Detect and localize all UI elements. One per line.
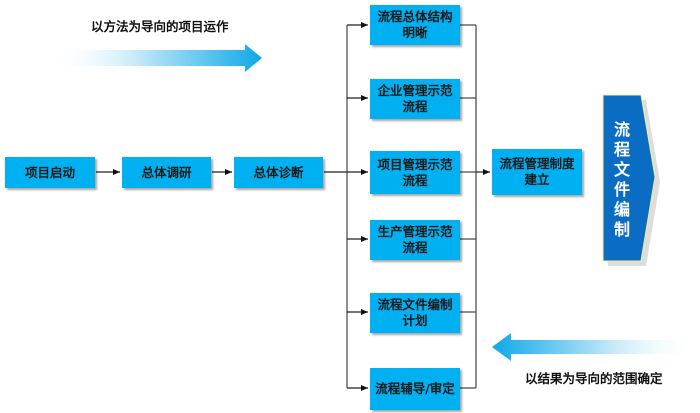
chevron-label: 流程文件编制	[613, 120, 632, 239]
branch-label: 流程辅导/审定	[375, 381, 455, 396]
branch-doc-plan[interactable]: 流程文件编制计划	[370, 293, 460, 333]
bottom-caption: 以结果为导向的范围确定	[525, 371, 663, 386]
step-label: 总体调研	[141, 164, 192, 180]
method-direction-arrow	[50, 44, 262, 72]
branch-label: 生产管理示范流程	[377, 224, 453, 255]
branch-label: 流程总体结构明晰	[377, 9, 453, 40]
step-overall-survey[interactable]: 总体调研	[122, 157, 211, 188]
branch-coaching-review[interactable]: 流程辅导/审定	[370, 368, 460, 410]
step-overall-diagnosis[interactable]: 总体诊断	[234, 157, 323, 188]
step-label: 项目启动	[24, 164, 75, 180]
branch-production-mgmt[interactable]: 生产管理示范流程	[370, 220, 460, 260]
result-label: 流程管理制度建立	[499, 156, 575, 187]
chevron-shape	[602, 94, 656, 262]
branch-label: 项目管理示范流程	[377, 156, 453, 188]
top-caption: 以方法为导向的项目运作	[91, 19, 229, 34]
branch-project-mgmt[interactable]: 项目管理示范流程	[370, 151, 460, 194]
branch-process-structure[interactable]: 流程总体结构明晰	[370, 5, 460, 45]
branch-label: 流程文件编制计划	[377, 297, 453, 328]
step-project-kickoff[interactable]: 项目启动	[5, 157, 95, 188]
branch-enterprise-mgmt[interactable]: 企业管理示范流程	[370, 79, 460, 119]
step-label: 总体诊断	[253, 164, 304, 180]
result-direction-arrow	[492, 333, 697, 361]
branch-label: 企业管理示范流程	[377, 83, 453, 114]
result-box[interactable]: 流程管理制度建立	[492, 149, 582, 195]
